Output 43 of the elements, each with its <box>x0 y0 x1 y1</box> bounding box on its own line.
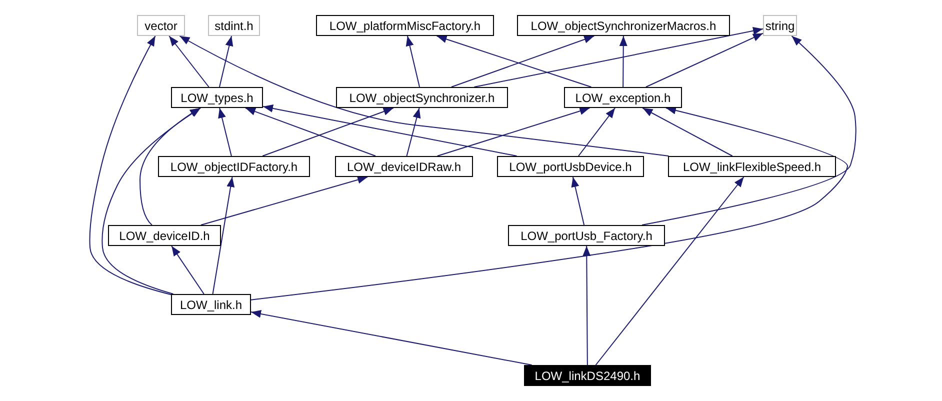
arrow <box>218 108 232 156</box>
file-box: vector <box>137 15 185 36</box>
arrow <box>179 36 670 156</box>
arrow <box>595 176 744 366</box>
arrow <box>406 36 420 88</box>
arrow <box>250 310 532 366</box>
arrow <box>619 36 628 88</box>
file-box: LOW_deviceIDRaw.h <box>335 156 473 177</box>
arrow <box>250 106 848 300</box>
arrow <box>200 176 368 226</box>
file-box: LOW_deviceID.h <box>108 225 221 246</box>
arrow <box>102 108 202 294</box>
arrow <box>642 36 856 226</box>
file-box: LOW_link.h <box>171 294 251 315</box>
arrow <box>436 107 590 156</box>
arrow <box>474 26 764 88</box>
arrow <box>244 108 376 156</box>
file-box: LOW_platformMiscFactory.h <box>316 15 494 36</box>
file-box: LOW_objectIDFactory.h <box>158 156 310 177</box>
file-box: LOW_portUsbDevice.h <box>497 156 644 177</box>
arrow <box>218 36 234 88</box>
arrow <box>571 176 585 226</box>
file-box: LOW_exception.h <box>564 87 682 108</box>
file-box: LOW_linkFlexibleSpeed.h <box>668 156 836 177</box>
arrow <box>212 176 235 294</box>
arrow <box>406 108 421 156</box>
arrow <box>262 104 518 156</box>
arrow <box>645 32 764 88</box>
file-box: LOW_objectSynchronizerMacros.h <box>517 15 730 36</box>
arrow <box>89 36 172 296</box>
file-box: LOW_types.h <box>171 87 263 108</box>
arrow <box>262 108 394 156</box>
file-box: stdint.h <box>208 15 260 36</box>
file-box: LOW_linkDS2490.h <box>524 365 651 386</box>
arrow <box>582 246 591 366</box>
arrow <box>578 108 616 156</box>
arrow <box>642 108 733 156</box>
arrow <box>140 108 200 226</box>
file-box: LOW_objectSynchronizer.h <box>336 87 508 108</box>
arrow <box>168 36 210 88</box>
arrow <box>171 246 204 294</box>
file-box: LOW_portUsb_Factory.h <box>508 225 665 246</box>
file-box: string <box>763 15 797 36</box>
